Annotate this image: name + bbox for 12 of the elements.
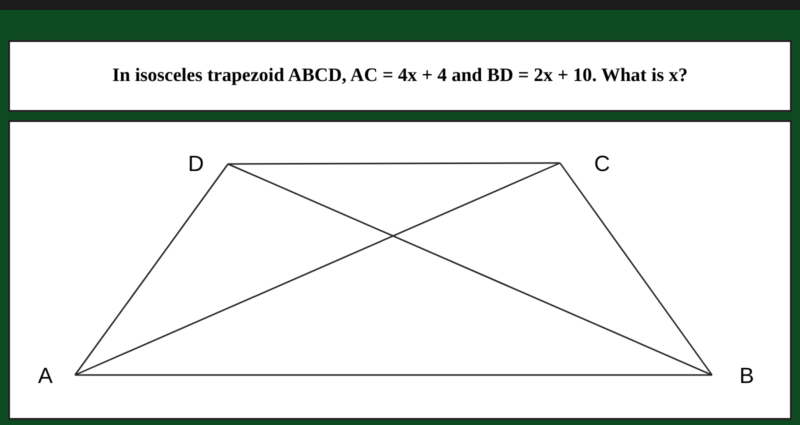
line-segment <box>74 162 560 376</box>
question-text: In isosceles trapezoid ABCD, AC = 4x + 4 and BD = 2x + 10. What is x? <box>112 64 688 88</box>
line-segment <box>228 162 560 165</box>
vertex-label: C <box>560 150 610 178</box>
vertex-label: A <box>38 362 75 390</box>
vertex-label: B <box>712 362 754 390</box>
line-segment <box>228 163 712 376</box>
vertex-label: D <box>188 150 228 178</box>
line-segment <box>75 374 712 376</box>
question-box <box>8 40 792 112</box>
line-segment <box>74 164 229 376</box>
line-segment <box>559 162 713 376</box>
